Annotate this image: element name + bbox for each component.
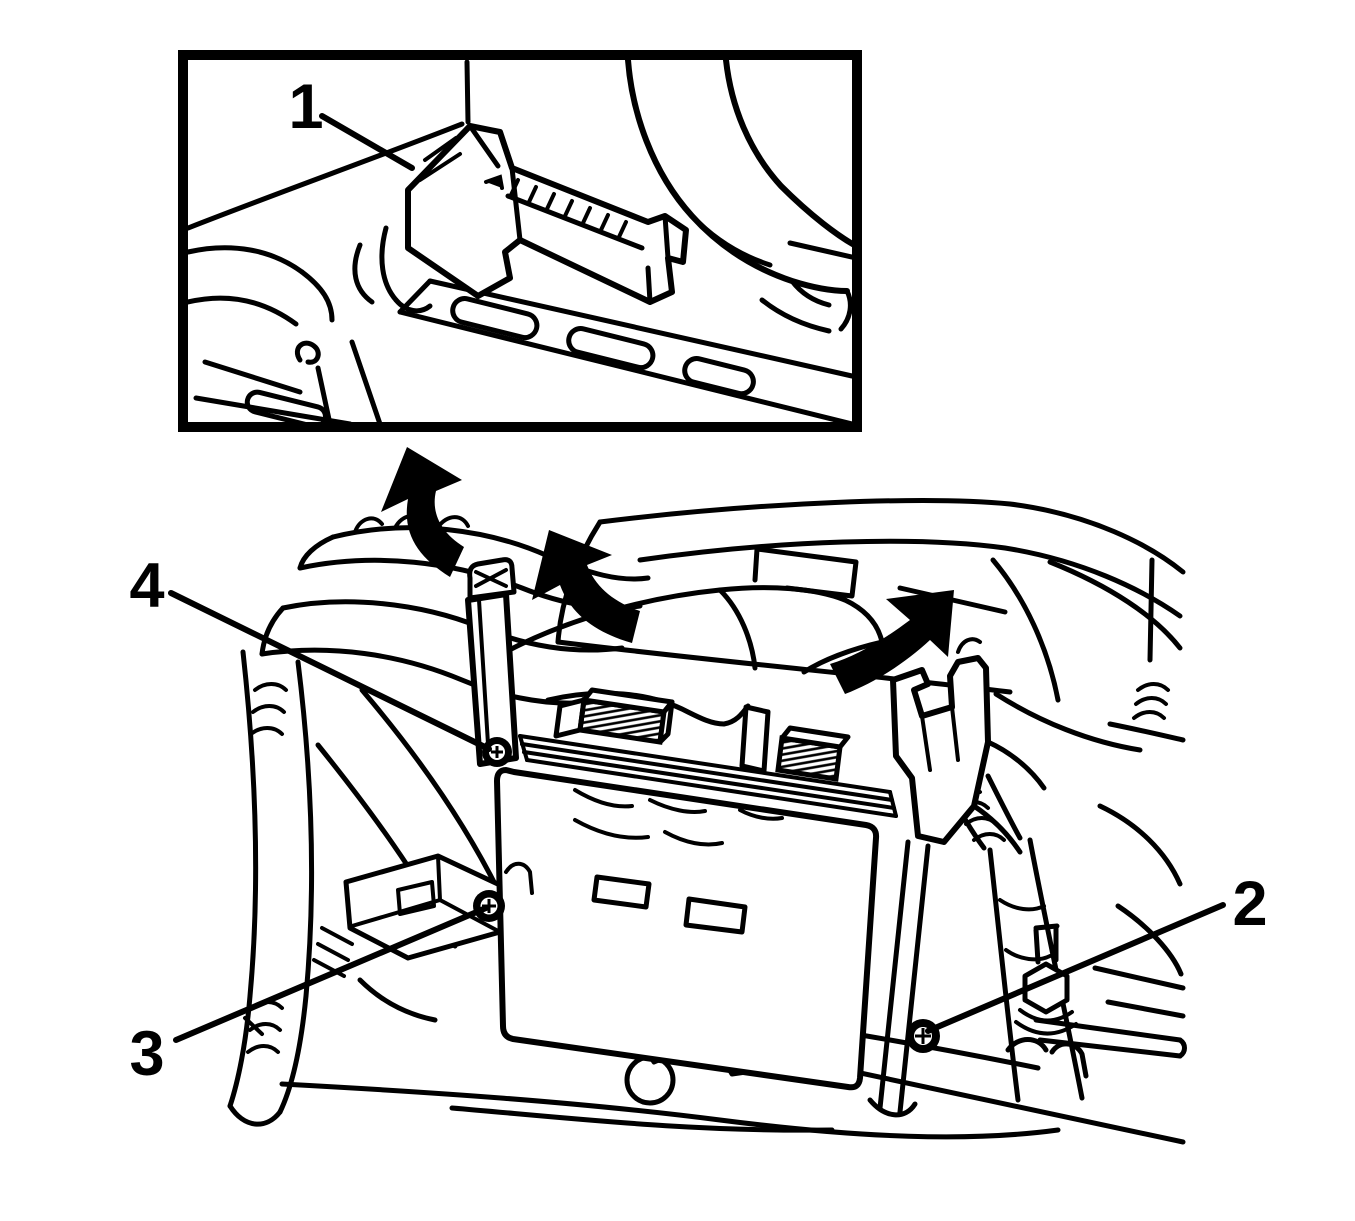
right-engine-parts [945,557,1187,1103]
lift-arrows [381,447,954,694]
inset-artwork [188,60,852,422]
bolt-3-icon [473,890,505,922]
harness-retainer-drawing [405,123,689,305]
rail-slot [450,296,540,341]
lift-arrow-left-icon [532,530,640,643]
retainer-serrations [484,174,628,239]
callout-3-label: 3 [129,1019,164,1089]
ecm-slot [591,874,652,910]
ecm-front-face [494,767,880,1091]
ecm-center-latch [739,704,771,774]
air-duct-hose-drawing [625,60,852,334]
ecm-module-drawing [494,767,880,1091]
callout-4-label: 4 [129,551,164,621]
rail-slot [244,389,329,422]
lift-arrow-right-icon [830,590,954,694]
inset-detail-box [178,50,862,432]
ecm-connectors [553,687,851,782]
inset-bracket-rail [193,278,852,422]
crossing-hose-and-connector [312,687,505,1023]
left-bracket-arm [465,557,519,767]
ecm-bracket-rails [518,734,898,818]
callout-3-leader [173,905,489,1043]
callout-1-label: 1 [288,72,323,142]
rail-slot [682,356,756,397]
bolt-4-icon [482,737,512,767]
callout-4-leader [168,590,492,752]
callout-1-leader [319,113,415,171]
right-bracket [867,637,1047,1118]
rail-slot [566,326,656,371]
callout-2-label: 2 [1232,869,1267,939]
left-vertical-hose [227,649,315,1127]
bolt-2-icon [906,1019,940,1053]
ecm-slot [683,896,748,935]
main-illustration [227,447,1187,1145]
transfer-arrow-to-inset-icon [381,447,464,577]
inset-background-lines [188,60,471,327]
callouts: 1 4 3 2 [129,72,1267,1089]
callout-2-leader [925,902,1226,1034]
